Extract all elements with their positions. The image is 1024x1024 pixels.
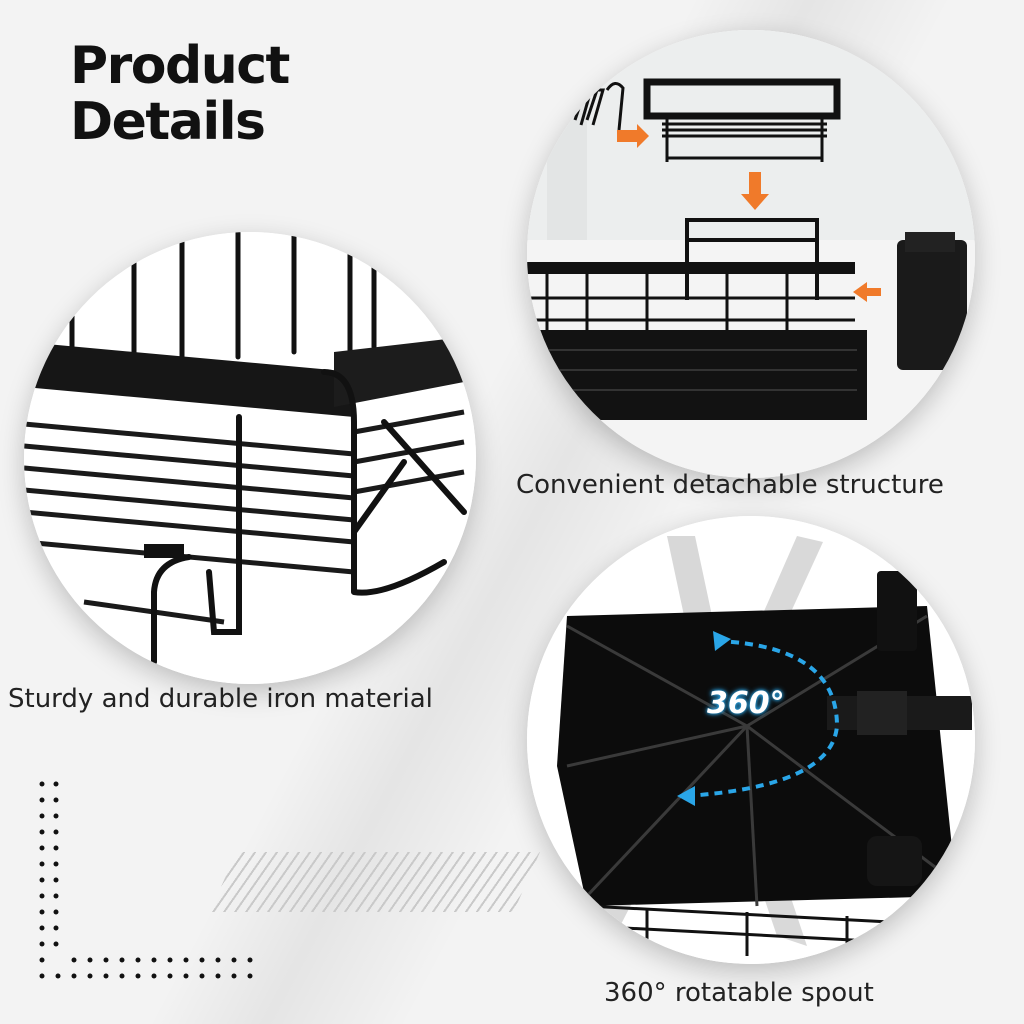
- title-line-2: Details: [70, 92, 266, 152]
- caption-iron-material: Sturdy and durable iron material: [8, 684, 433, 714]
- rotatable-spout-photo: 360°: [527, 516, 975, 964]
- rack-assembly-illustration: [527, 30, 975, 478]
- dot-pattern-decoration: [39, 781, 253, 979]
- detachable-structure-photo: [527, 30, 975, 478]
- drain-board-illustration: [527, 516, 975, 964]
- rotation-badge: 360°: [707, 686, 785, 721]
- page-title: Product Details: [70, 36, 290, 152]
- caption-rotatable-spout: 360° rotatable spout: [604, 978, 874, 1008]
- hatch-pattern-decoration: [210, 852, 540, 912]
- iron-material-photo: [24, 232, 476, 684]
- iron-rack-illustration: [24, 232, 476, 684]
- caption-detachable-structure: Convenient detachable structure: [516, 470, 944, 500]
- title-line-1: Product: [70, 36, 290, 96]
